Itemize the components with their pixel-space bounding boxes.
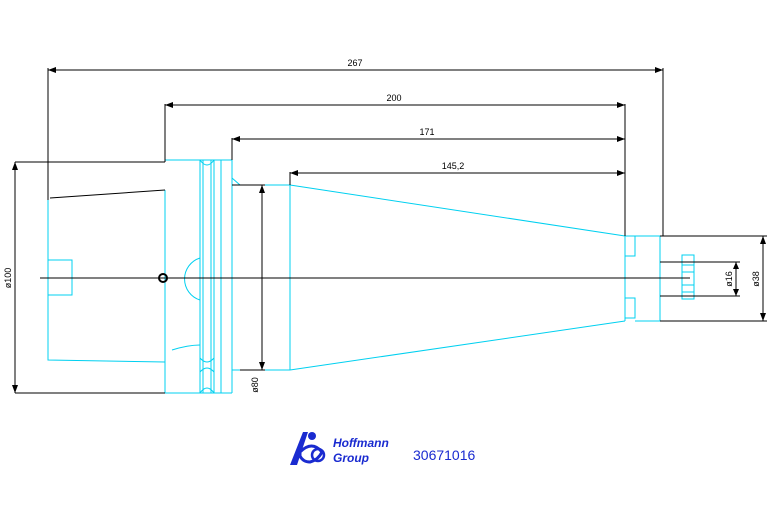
- dim-diameter-100: ø100: [3, 268, 13, 289]
- tool-holder-outline: [47, 140, 695, 394]
- dim-diameter-80: ø80: [250, 377, 260, 393]
- dim-overall-length: 267: [347, 58, 362, 68]
- dim-length-171: 171: [419, 127, 434, 137]
- hoffmann-group-logo: Hoffmann Group: [290, 432, 389, 465]
- dim-diameter-16: ø16: [724, 271, 734, 287]
- logo-line-1: Hoffmann: [333, 436, 389, 450]
- logo-line-2: Group: [333, 451, 369, 465]
- reference-lines: [15, 68, 767, 394]
- dim-length-145: 145,2: [442, 161, 465, 171]
- dim-length-200: 200: [386, 93, 401, 103]
- dimension-lines: [12, 67, 766, 393]
- part-number: 30671016: [413, 447, 476, 463]
- hoffmann-figure-icon: [290, 432, 326, 465]
- dim-diameter-38: ø38: [751, 271, 761, 287]
